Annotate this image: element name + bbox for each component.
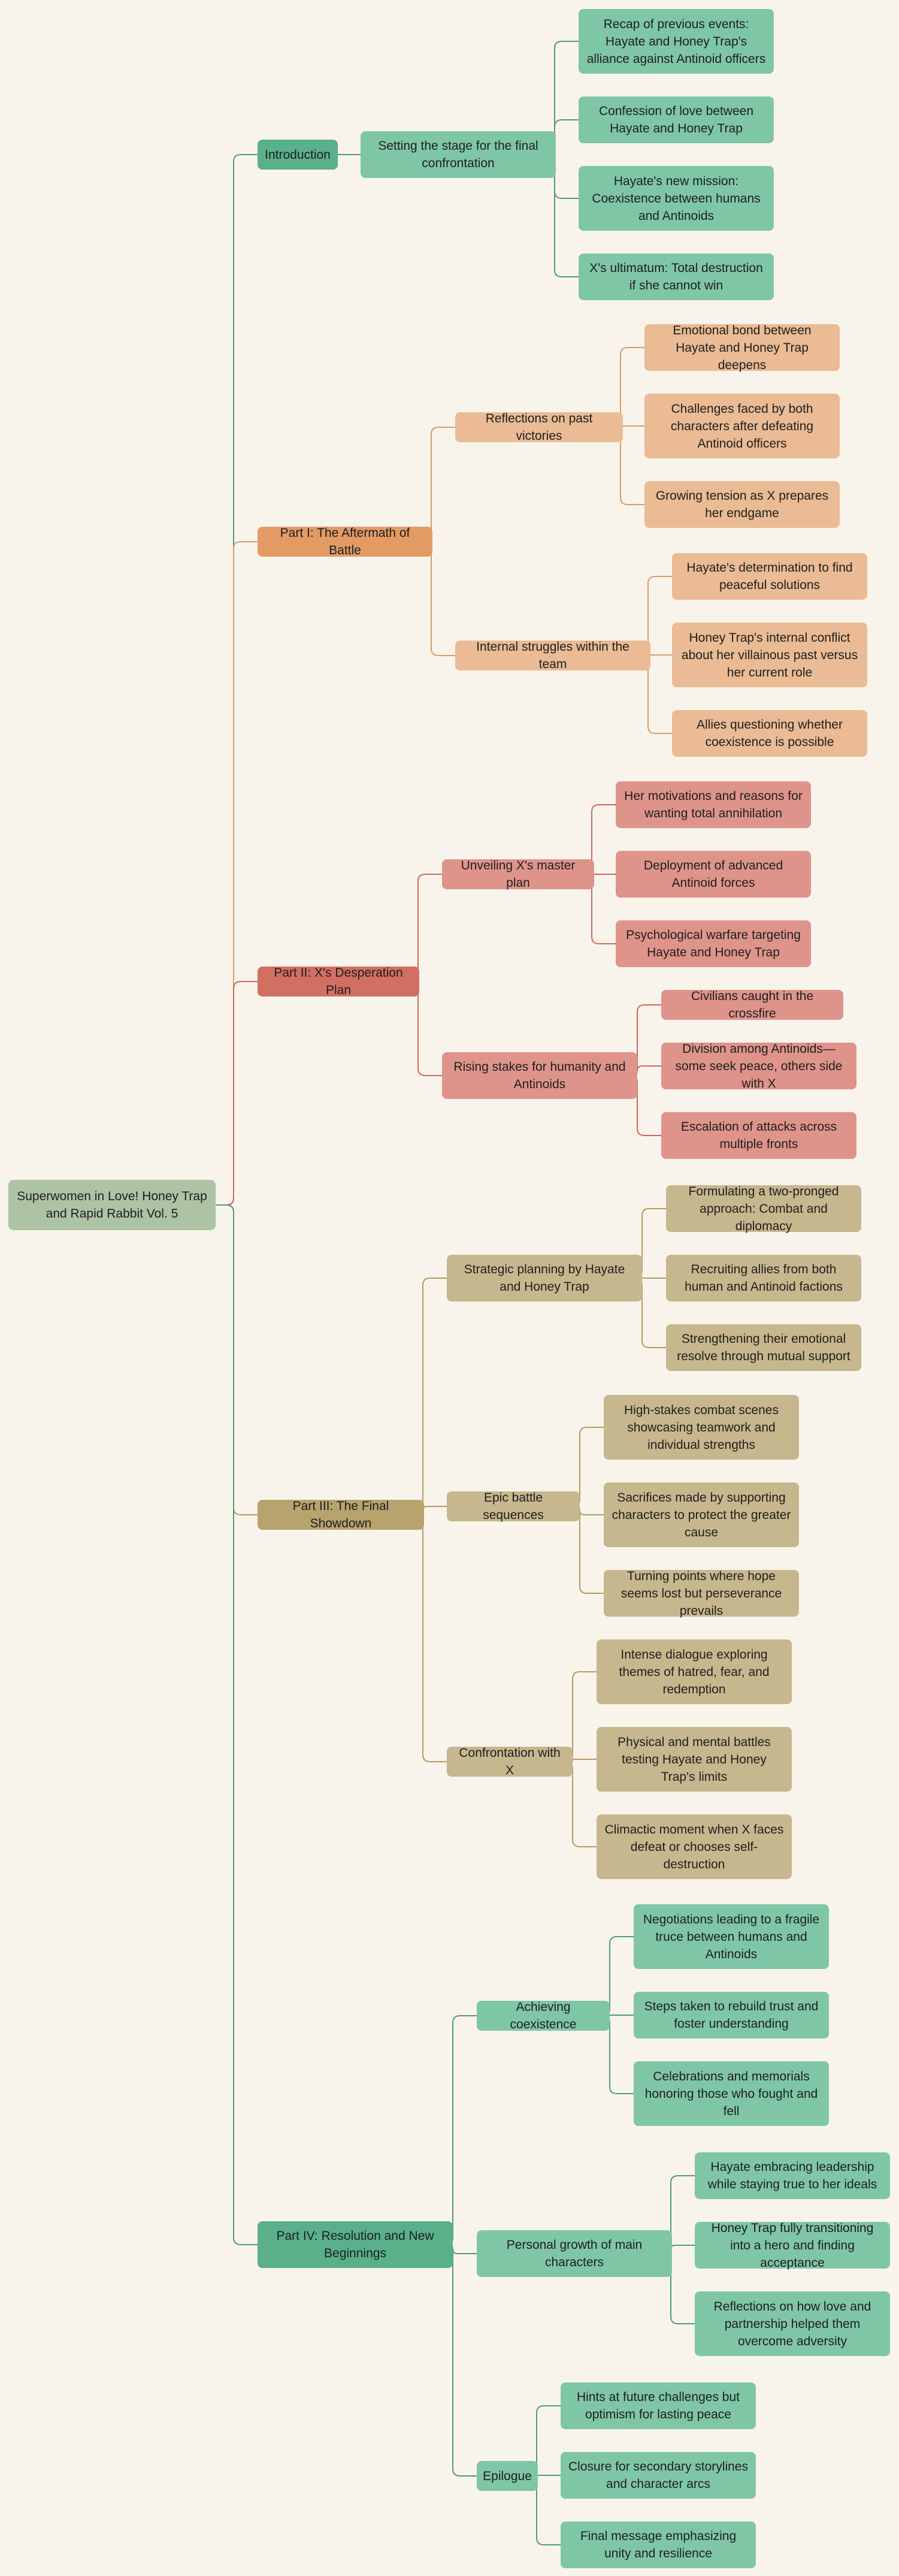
- connector-topic-internal-struggles: [423, 541, 455, 656]
- leaf-honey-trap-conflict[interactable]: Honey Trap's internal conflict about her…: [672, 623, 867, 687]
- leaf-growing-tension[interactable]: Growing tension as X prepares her endgam…: [644, 481, 840, 528]
- topic-epic-battle-sequences[interactable]: Epic battle sequences: [447, 1491, 580, 1522]
- leaf-honey-trap-hero[interactable]: Honey Trap fully transitioning into a he…: [695, 2221, 890, 2270]
- connector-leaf-challenges-faced: [619, 425, 644, 428]
- topic-internal-struggles[interactable]: Internal struggles within the team: [455, 640, 650, 671]
- connector-topic-confrontation-with-x: [415, 1514, 447, 1762]
- root-node[interactable]: Superwomen in Love! Honey Trap and Rapid…: [8, 1180, 216, 1230]
- connector-leaf-rebuild-trust: [609, 2015, 634, 2016]
- topic-epilogue[interactable]: Epilogue: [477, 2461, 538, 2491]
- leaf-rebuild-trust[interactable]: Steps taken to rebuild trust and foster …: [634, 1992, 829, 2039]
- leaf-division-among-antinoids[interactable]: Division among Antinoids—some seek peace…: [661, 1042, 856, 1091]
- topic-rising-stakes[interactable]: Rising stakes for humanity and Antinoids: [442, 1052, 637, 1099]
- topic-personal-growth[interactable]: Personal growth of main characters: [477, 2230, 672, 2277]
- topic-setting-the-stage[interactable]: Setting the stage for the final confront…: [361, 131, 556, 178]
- connector-branch-part-2: [216, 981, 258, 1206]
- topic-confrontation-with-x[interactable]: Confrontation with X: [447, 1746, 573, 1777]
- leaf-climactic-moment[interactable]: Climactic moment when X faces defeat or …: [597, 1814, 792, 1879]
- leaf-final-message[interactable]: Final message emphasizing unity and resi…: [561, 2521, 756, 2568]
- leaf-closure-secondary-storylines[interactable]: Closure for secondary storylines and cha…: [561, 2452, 756, 2499]
- leaf-civilians-crossfire[interactable]: Civilians caught in the crossfire: [661, 989, 843, 1020]
- leaf-deployment-advanced-forces[interactable]: Deployment of advanced Antinoid forces: [616, 851, 811, 898]
- leaf-psychological-warfare[interactable]: Psychological warfare targeting Hayate a…: [616, 920, 811, 967]
- topic-strategic-planning[interactable]: Strategic planning by Hayate and Honey T…: [447, 1255, 642, 1301]
- connector-leaf-honey-trap-conflict: [647, 654, 672, 656]
- connector-topic-unveiling-master-plan: [410, 874, 442, 982]
- leaf-turning-points[interactable]: Turning points where hope seems lost but…: [604, 1569, 799, 1618]
- leaf-escalation-of-attacks[interactable]: Escalation of attacks across multiple fr…: [661, 1112, 856, 1159]
- leaf-recruiting-allies[interactable]: Recruiting allies from both human and An…: [666, 1255, 861, 1301]
- leaf-x-ultimatum[interactable]: X's ultimatum: Total destruction if she …: [579, 253, 774, 300]
- leaf-celebrations-memorials[interactable]: Celebrations and memorials honoring thos…: [634, 2061, 829, 2126]
- connector-topic-epilogue: [445, 2244, 477, 2477]
- leaf-intense-dialogue[interactable]: Intense dialogue exploring themes of hat…: [597, 1639, 792, 1704]
- branch-part-4[interactable]: Part IV: Resolution and New Beginnings: [258, 2221, 453, 2268]
- connector-topic-achieving-coexistence: [445, 2015, 477, 2245]
- leaf-strengthening-resolve[interactable]: Strengthening their emotional resolve th…: [666, 1324, 861, 1371]
- branch-introduction[interactable]: Introduction: [258, 140, 338, 170]
- leaf-hayate-new-mission[interactable]: Hayate's new mission: Coexistence betwee…: [579, 166, 774, 231]
- connector-branch-part-4: [216, 1204, 258, 2245]
- leaf-her-motivations[interactable]: Her motivations and reasons for wanting …: [616, 781, 811, 828]
- leaf-love-partnership-reflections[interactable]: Reflections on how love and partnership …: [695, 2291, 890, 2356]
- leaf-hayate-leadership[interactable]: Hayate embracing leadership while stayin…: [695, 2152, 890, 2199]
- leaf-recap-previous-events[interactable]: Recap of previous events: Hayate and Hon…: [579, 9, 774, 74]
- branch-part-3[interactable]: Part III: The Final Showdown: [258, 1499, 424, 1530]
- leaf-allies-questioning[interactable]: Allies questioning whether coexistence i…: [672, 710, 867, 757]
- connector-topic-reflections-past-victories: [423, 427, 455, 542]
- connector-topic-strategic-planning: [415, 1278, 447, 1515]
- connector-branch-part-3: [216, 1204, 258, 1515]
- leaf-physical-mental-battles[interactable]: Physical and mental battles testing Haya…: [597, 1727, 792, 1792]
- leaf-confession-of-love[interactable]: Confession of love between Hayate and Ho…: [579, 96, 774, 143]
- connector-branch-introduction: [216, 154, 258, 1206]
- topic-unveiling-master-plan[interactable]: Unveiling X's master plan: [442, 859, 594, 890]
- topic-achieving-coexistence[interactable]: Achieving coexistence: [477, 2000, 610, 2031]
- connector-leaf-physical-mental-battles: [571, 1759, 597, 1762]
- connector-branch-part-1: [216, 541, 258, 1206]
- branch-part-1[interactable]: Part I: The Aftermath of Battle: [258, 526, 432, 557]
- leaf-sacrifices-supporting[interactable]: Sacrifices made by supporting characters…: [604, 1482, 799, 1547]
- leaf-negotiations-truce[interactable]: Negotiations leading to a fragile truce …: [634, 1904, 829, 1969]
- leaf-hayate-determination[interactable]: Hayate's determination to find peaceful …: [672, 553, 867, 600]
- leaf-two-pronged-approach[interactable]: Formulating a two-pronged approach: Comb…: [666, 1185, 861, 1233]
- connector-leaf-closure-secondary-storylines: [535, 2475, 561, 2477]
- topic-reflections-past-victories[interactable]: Reflections on past victories: [455, 412, 623, 443]
- leaf-emotional-bond[interactable]: Emotional bond between Hayate and Honey …: [644, 324, 840, 372]
- leaf-challenges-faced[interactable]: Challenges faced by both characters afte…: [644, 394, 840, 458]
- leaf-high-stakes-combat[interactable]: High-stakes combat scenes showcasing tea…: [604, 1395, 799, 1460]
- leaf-hints-future-challenges[interactable]: Hints at future challenges but optimism …: [561, 2382, 756, 2429]
- branch-part-2[interactable]: Part II: X's Desperation Plan: [258, 966, 419, 997]
